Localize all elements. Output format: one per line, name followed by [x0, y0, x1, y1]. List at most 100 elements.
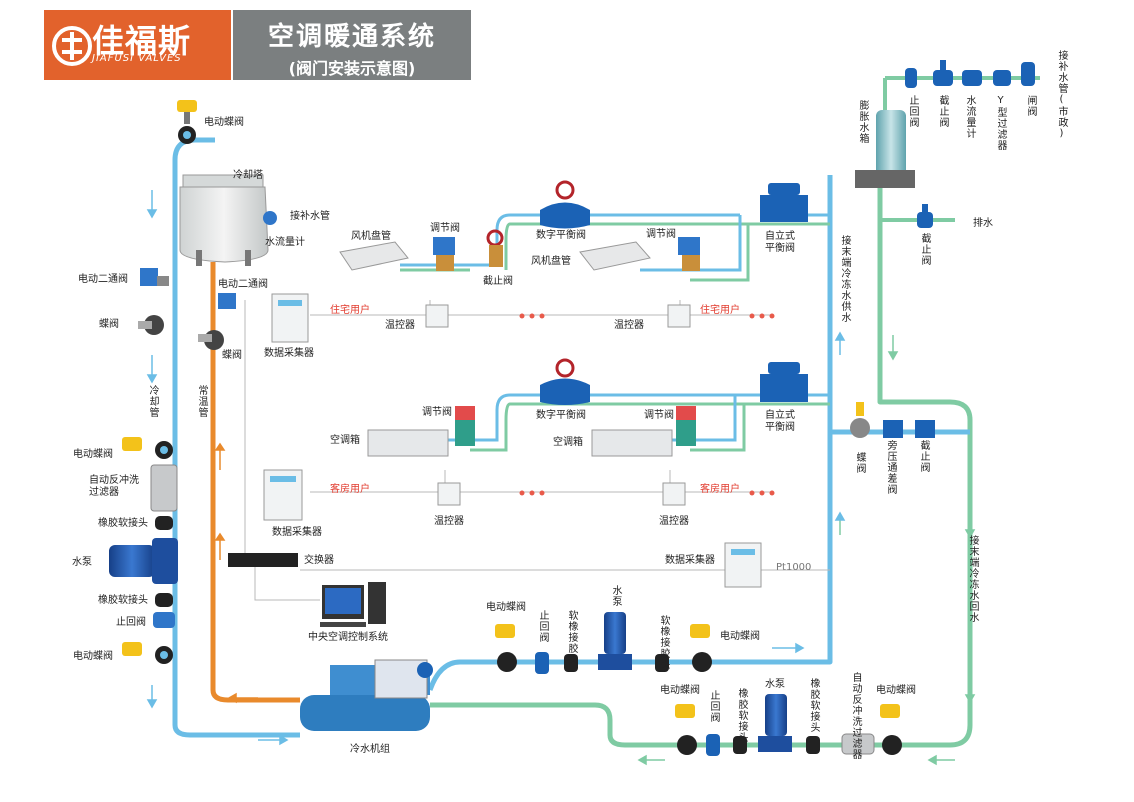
right-valve-graphics	[850, 402, 935, 438]
title-banner: 空调暖通系统 (阀门安装示意图)	[233, 10, 471, 80]
label-b-autofilter: 自动反冲洗过滤器	[850, 672, 861, 760]
label-regulating-3: 调节阀	[422, 407, 452, 418]
fan-coil-graphics	[339, 241, 651, 271]
thermostat-graphics	[425, 304, 691, 506]
label-gate-valve: 闸阀	[1025, 95, 1036, 117]
label-guestroom-user-1: 客房用户	[330, 484, 370, 495]
label-check-valve-top: 止回阀	[907, 95, 918, 128]
brand-banner	[44, 10, 231, 80]
label-residential-user-2: 住宅用户	[700, 305, 740, 316]
label-b-pump-2: 水泵	[765, 679, 785, 690]
label-b-rubber-4: 橡胶软接头	[808, 678, 819, 733]
label-stop-valve-drain: 截止阀	[919, 233, 930, 266]
label-data-collector-2: 数据采集器	[272, 527, 322, 538]
label-central-control: 中央空调控制系统	[308, 632, 388, 643]
self-balance-graphics	[760, 183, 808, 402]
switch-graphic	[228, 553, 298, 567]
label-b-pump-1: 水泵	[610, 585, 621, 607]
label-self-balance-1: 自立式 平衡阀	[765, 231, 795, 254]
label-b-motor-butterfly-2: 电动蝶阀	[720, 631, 760, 642]
label-fan-coil-2: 风机盘管	[531, 256, 571, 267]
label-butterfly-left: 蝶阀	[99, 319, 119, 330]
label-makeup-water-pipe: 接补水管	[290, 211, 330, 222]
bottom-row-2-graphics	[675, 694, 902, 756]
ahu-graphics	[367, 429, 673, 457]
brand-logo-icon	[52, 26, 92, 66]
label-residential-user-1: 住宅用户	[330, 305, 370, 316]
blue-arrows	[146, 190, 289, 746]
label-cooling-tower: 冷却塔	[233, 170, 263, 181]
label-rubber-joint-l2: 橡胶软接头	[98, 595, 148, 606]
label-check-valve-left: 止回阀	[116, 617, 146, 628]
label-b-rubber-1: 软橡接胶头	[566, 610, 577, 665]
label-bypass-diff: 旁压通差阀	[885, 440, 896, 495]
label-self-balance-2: 自立式 平衡阀	[765, 410, 795, 433]
central-control-graphic	[320, 582, 386, 627]
label-motor-two-way-mid: 电动二通阀	[218, 279, 268, 290]
ellipsis-dots	[519, 313, 775, 496]
label-motor-butterfly-top: 电动蝶阀	[204, 117, 244, 128]
page-subtitle: (阀门安装示意图)	[288, 59, 416, 78]
label-data-collector-1: 数据采集器	[264, 348, 314, 359]
label-guestroom-user-2: 客房用户	[700, 484, 740, 495]
label-y-strainer: Y型过滤器	[995, 95, 1006, 151]
label-regulating-1: 调节阀	[430, 223, 460, 234]
label-butterfly-mid: 蝶阀	[222, 350, 242, 361]
label-water-flow-meter: 水流量计	[265, 237, 305, 248]
label-regulating-2: 调节阀	[646, 229, 676, 240]
label-b-rubber-2: 软橡接胶头	[658, 615, 669, 670]
label-pt1000: Pt1000	[776, 562, 812, 573]
label-b-motor-butterfly-1: 电动蝶阀	[486, 602, 526, 613]
label-water-pump-left: 水泵	[72, 557, 92, 568]
chilled-supply-pipe	[427, 175, 833, 691]
label-flow-meter-top: 水流量计	[964, 95, 975, 139]
normal-temp-pipe	[210, 262, 300, 703]
label-b-check-1: 止回阀	[537, 610, 548, 643]
label-stop-valve-top: 截止阀	[937, 95, 948, 128]
regulating-valve-graphics	[433, 229, 700, 446]
label-expansion-tank: 膨胀水箱	[857, 100, 868, 144]
expansion-tank-graphic	[855, 110, 915, 188]
orange-arrows	[214, 442, 258, 704]
label-motor-butterfly-l2: 电动蝶阀	[73, 651, 113, 662]
brand-name: 佳福斯	[92, 22, 192, 60]
label-b-motor-butterfly-4: 电动蝶阀	[876, 685, 916, 696]
label-motor-two-way-left: 电动二通阀	[78, 274, 128, 285]
chilled-return-pipe	[430, 175, 973, 748]
page-title: 空调暖通系统	[267, 22, 436, 52]
label-motor-butterfly-l1: 电动蝶阀	[73, 449, 113, 460]
label-drain: 排水	[973, 218, 993, 229]
label-ahu-2: 空调箱	[553, 437, 583, 448]
label-makeup-municipal: 接补水管(市政)	[1056, 50, 1067, 140]
label-b-rubber-3: 橡胶软接头	[736, 688, 747, 743]
label-auto-backwash-filter: 自动反冲洗 过滤器	[89, 475, 139, 498]
brand-name-en: JIAFUSI VALVES	[92, 53, 182, 64]
label-digital-balance-1: 数字平衡阀	[536, 230, 586, 241]
label-b-motor-butterfly-3: 电动蝶阀	[660, 685, 700, 696]
label-butterfly-right: 蝶阀	[854, 452, 865, 474]
label-regulating-4: 调节阀	[644, 410, 674, 421]
cooling-water-loop	[172, 137, 300, 738]
top-valve-graphics	[905, 60, 1035, 228]
label-thermostat-1: 温控器	[385, 320, 415, 331]
label-thermostat-4: 温控器	[659, 516, 689, 527]
label-fan-coil-1: 风机盘管	[351, 231, 391, 242]
label-thermostat-3: 温控器	[434, 516, 464, 527]
label-b-check-2: 止回阀	[708, 690, 719, 723]
label-normal-temp-pipe: 常温管	[196, 385, 207, 418]
label-chiller: 冷水机组	[350, 744, 390, 755]
chiller-graphic	[300, 659, 433, 731]
label-cooling-pipe: 冷却管	[147, 385, 158, 418]
label-chilled-supply: 接末端冷冻水供水	[839, 235, 850, 323]
bottom-row-1-graphics	[495, 612, 712, 674]
label-digital-balance-2: 数字平衡阀	[536, 410, 586, 421]
label-rubber-joint-l1: 橡胶软接头	[98, 518, 148, 529]
label-chilled-return: 接末端冷冻水回水	[967, 535, 978, 623]
label-data-collector-3: 数据采集器	[665, 555, 715, 566]
label-stop-valve-mid: 截止阀	[483, 276, 513, 287]
digital-balance-graphics	[540, 180, 590, 405]
label-thermostat-2: 温控器	[614, 320, 644, 331]
label-stop-valve-right: 截止阀	[918, 440, 929, 473]
label-switch: 交换器	[304, 555, 334, 566]
